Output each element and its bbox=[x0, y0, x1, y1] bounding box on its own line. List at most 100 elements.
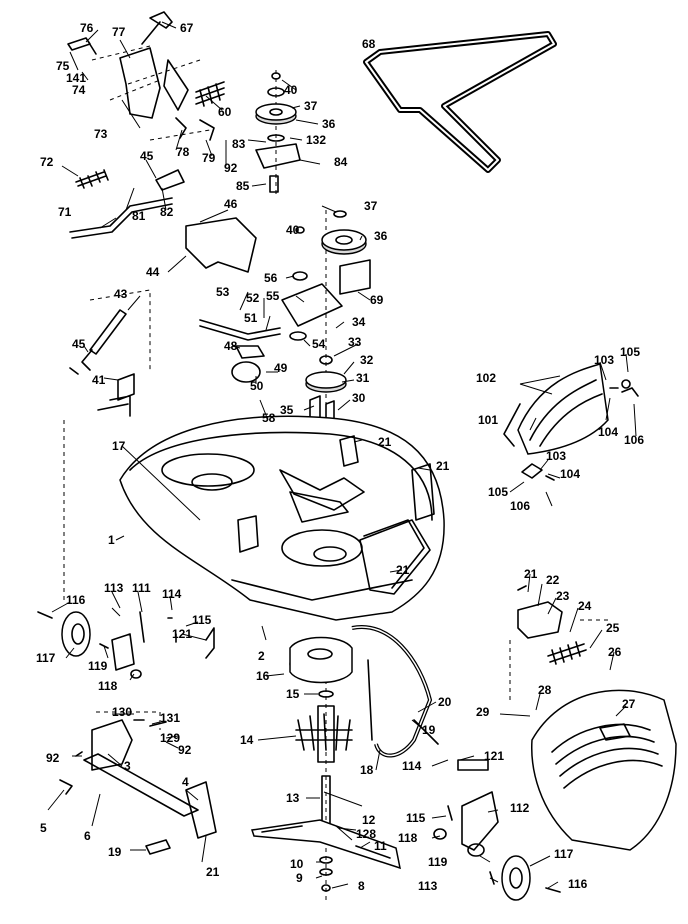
part-label-9: 9 bbox=[296, 871, 303, 885]
part-label-40-top: 40 bbox=[284, 83, 298, 97]
part-label-101: 101 bbox=[478, 413, 498, 427]
part-label-17: 17 bbox=[112, 439, 126, 453]
part-label-116-left: 116 bbox=[66, 593, 86, 607]
part-label-128: 128 bbox=[356, 827, 376, 841]
part-label-131: 131 bbox=[160, 711, 180, 725]
part-label-114-right: 114 bbox=[402, 759, 422, 773]
part-label-132: 132 bbox=[306, 133, 326, 147]
part-label-77: 77 bbox=[112, 25, 126, 39]
part-label-31: 31 bbox=[356, 371, 370, 385]
part-label-113-left: 113 bbox=[104, 581, 124, 595]
part-label-103-top: 103 bbox=[594, 353, 614, 367]
part-label-27: 27 bbox=[622, 697, 636, 711]
part-label-119-left: 119 bbox=[88, 659, 108, 673]
part-label-73: 73 bbox=[94, 127, 108, 141]
part-label-23: 23 bbox=[556, 589, 570, 603]
part-label-118-left: 118 bbox=[98, 679, 118, 693]
part-label-29: 29 bbox=[476, 705, 490, 719]
part-label-75: 75 bbox=[56, 59, 70, 73]
part-label-68: 68 bbox=[362, 37, 376, 51]
belt-guard bbox=[531, 689, 677, 851]
part-label-25: 25 bbox=[606, 621, 620, 635]
part-label-117-right: 117 bbox=[554, 847, 574, 861]
part-label-2: 2 bbox=[258, 649, 265, 663]
part-label-51: 51 bbox=[244, 311, 258, 325]
part-label-83: 83 bbox=[232, 137, 246, 151]
part-label-8: 8 bbox=[358, 879, 365, 893]
part-label-21-deck-mid: 21 bbox=[378, 435, 392, 449]
part-label-74: 74 bbox=[72, 83, 86, 97]
part-label-72: 72 bbox=[40, 155, 54, 169]
part-label-10: 10 bbox=[290, 857, 304, 871]
drive-belt bbox=[363, 31, 557, 173]
part-label-46: 46 bbox=[224, 197, 238, 211]
part-label-11: 11 bbox=[374, 839, 387, 853]
part-label-48: 48 bbox=[224, 339, 238, 353]
part-label-49: 49 bbox=[274, 361, 288, 375]
part-label-92-right: 92 bbox=[178, 743, 192, 757]
part-label-106-top: 106 bbox=[624, 433, 644, 447]
part-label-26: 26 bbox=[608, 645, 622, 659]
mower-deck bbox=[119, 415, 445, 621]
blade-spindle-group bbox=[251, 636, 401, 900]
part-number-labels: 76 77 67 75 141 74 73 60 78 79 92 72 45 … bbox=[36, 21, 644, 893]
part-label-1: 1 bbox=[108, 533, 115, 547]
part-label-37-top: 37 bbox=[304, 99, 318, 113]
part-label-45-top: 45 bbox=[140, 149, 154, 163]
lift-arm-group bbox=[59, 711, 217, 855]
part-label-119-right: 119 bbox=[428, 855, 448, 869]
part-label-12: 12 bbox=[362, 813, 376, 827]
part-label-21-deck-right: 21 bbox=[436, 459, 450, 473]
part-label-18: 18 bbox=[360, 763, 374, 777]
part-label-30: 30 bbox=[352, 391, 366, 405]
part-label-121-right: 121 bbox=[484, 749, 504, 763]
part-label-121-left: 121 bbox=[172, 627, 192, 641]
part-label-37-mid: 37 bbox=[364, 199, 378, 213]
part-label-15: 15 bbox=[286, 687, 300, 701]
left-linkage bbox=[63, 217, 257, 600]
center-pulley-group bbox=[199, 210, 371, 445]
part-label-43: 43 bbox=[114, 287, 128, 301]
part-label-104-low: 104 bbox=[560, 467, 580, 481]
part-label-69: 69 bbox=[370, 293, 384, 307]
right-gauge-wheel bbox=[433, 759, 561, 901]
part-label-16: 16 bbox=[256, 669, 270, 683]
part-label-54: 54 bbox=[312, 337, 326, 351]
part-label-19-left: 19 bbox=[108, 845, 122, 859]
part-label-116-right: 116 bbox=[568, 877, 588, 891]
part-label-35: 35 bbox=[280, 403, 294, 417]
part-label-92-left: 92 bbox=[46, 751, 60, 765]
part-label-105-low: 105 bbox=[488, 485, 508, 499]
part-label-79: 79 bbox=[202, 151, 216, 165]
part-label-45-mid: 45 bbox=[72, 337, 86, 351]
left-gauge-wheel bbox=[37, 611, 215, 679]
part-label-112: 112 bbox=[510, 801, 530, 815]
part-label-82: 82 bbox=[160, 205, 174, 219]
part-label-141: 141 bbox=[66, 71, 86, 85]
part-label-117-left: 117 bbox=[36, 651, 56, 665]
part-label-24: 24 bbox=[578, 599, 592, 613]
part-label-36-top: 36 bbox=[322, 117, 336, 131]
part-label-105-top: 105 bbox=[620, 345, 640, 359]
part-label-85: 85 bbox=[236, 179, 250, 193]
part-label-55: 55 bbox=[266, 289, 280, 303]
part-label-32: 32 bbox=[360, 353, 374, 367]
part-label-115-left: 115 bbox=[192, 613, 212, 627]
part-label-67: 67 bbox=[180, 21, 194, 35]
part-label-111: 111 bbox=[132, 581, 151, 595]
part-label-40-mid: 40 bbox=[286, 223, 300, 237]
part-label-103-low: 103 bbox=[546, 449, 566, 463]
part-label-36-mid: 36 bbox=[374, 229, 388, 243]
part-label-115-right: 115 bbox=[406, 811, 426, 825]
part-label-92-top: 92 bbox=[224, 161, 238, 175]
part-label-28: 28 bbox=[538, 683, 552, 697]
part-label-81: 81 bbox=[132, 209, 146, 223]
part-label-53: 53 bbox=[216, 285, 230, 299]
part-label-102: 102 bbox=[476, 371, 496, 385]
part-label-5: 5 bbox=[40, 821, 47, 835]
discharge-chute bbox=[503, 363, 639, 481]
part-label-3: 3 bbox=[124, 759, 131, 773]
part-label-34: 34 bbox=[352, 315, 366, 329]
part-label-118-right: 118 bbox=[398, 831, 418, 845]
